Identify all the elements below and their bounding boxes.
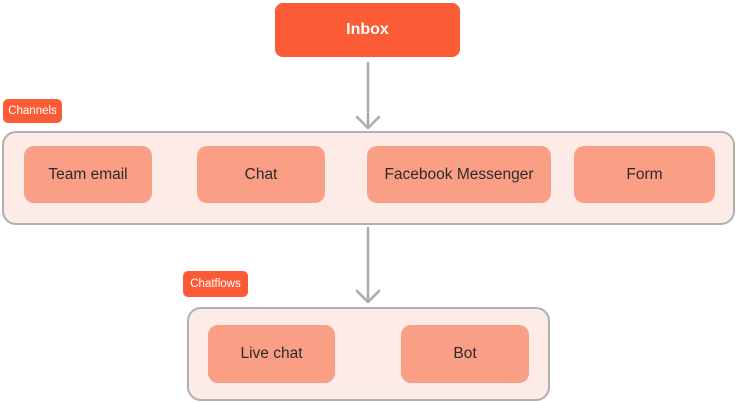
channel-node-form: Form: [574, 146, 715, 203]
chatflow-node-label: Bot: [453, 345, 477, 362]
channel-node-label: Chat: [244, 165, 278, 183]
inbox-node: Inbox: [275, 3, 460, 57]
channel-node-team-email: Team email: [24, 146, 152, 203]
channel-node-facebook-messenger: Facebook Messenger: [367, 146, 551, 203]
channel-node-label: Team email: [48, 165, 128, 183]
chatflows-group-badge: Chatflows: [183, 271, 248, 297]
channels-group-badge: Channels: [3, 99, 62, 123]
arrow-inbox-to-channels-icon: [355, 61, 381, 130]
chatflow-node-label: Live chat: [240, 345, 303, 362]
channel-node-label: Form: [626, 165, 663, 183]
chatflow-node-live-chat: Live chat: [208, 325, 335, 383]
chatflows-group-badge-label: Chatflows: [190, 278, 241, 290]
channels-group-badge-label: Channels: [8, 105, 57, 117]
channel-node-chat: Chat: [197, 146, 325, 203]
inbox-node-label: Inbox: [346, 21, 389, 38]
chatflow-node-bot: Bot: [401, 325, 529, 383]
channel-node-label: Facebook Messenger: [384, 165, 534, 183]
arrow-channels-to-chatflows-icon: [355, 226, 381, 304]
